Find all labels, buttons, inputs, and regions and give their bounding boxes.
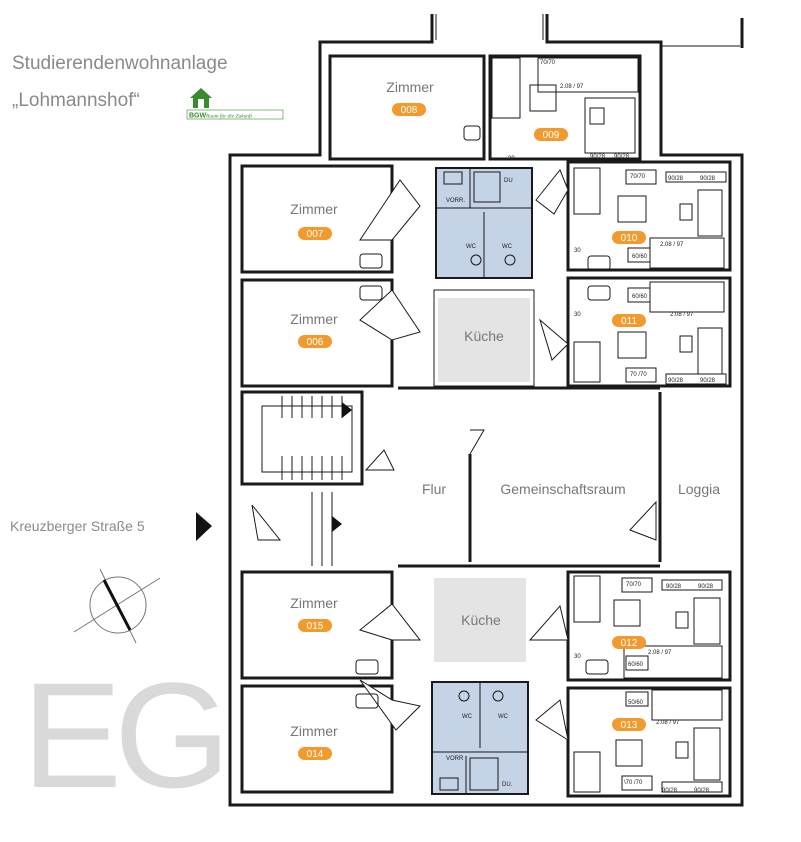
shower-bottom-label: DU.: [502, 782, 513, 788]
svg-text:70 /70: 70 /70: [630, 372, 647, 378]
room-007-label: Zimmer: [290, 201, 338, 217]
chairs: [355, 125, 611, 709]
sanitary-block-top: [435, 167, 533, 279]
svg-text:30: 30: [574, 248, 581, 254]
svg-text:2.08 / 97: 2.08 / 97: [670, 312, 694, 318]
svg-text:90/28: 90/28: [662, 788, 678, 794]
bgw-logo: BGW Raum für die Zukunft: [186, 86, 284, 120]
svg-text:90/28: 90/28: [668, 378, 684, 384]
floor-label: EG: [22, 651, 231, 819]
corridor-label: Flur: [422, 481, 446, 497]
svg-text:2.08 / 97: 2.08 / 97: [656, 720, 680, 726]
badge-008: 008: [401, 105, 418, 116]
svg-text:70/70: 70/70: [540, 60, 556, 66]
title-line-1: Studierendenwohnanlage: [12, 53, 228, 74]
room-013: [566, 686, 732, 798]
doors: [251, 169, 657, 742]
room-011: [566, 276, 732, 388]
logo-text: BGW: [189, 113, 207, 120]
house-icon: [190, 88, 212, 108]
svg-text:30: 30: [508, 156, 515, 162]
shower-top-label: DU: [504, 178, 513, 184]
room-014-label: Zimmer: [290, 723, 338, 739]
svg-text:2.08 / 97: 2.08 / 97: [648, 650, 672, 656]
kitchen-top: [438, 298, 530, 382]
svg-text:70/70: 70/70: [630, 174, 646, 180]
svg-text:2.08 / 97: 2.08 / 97: [560, 84, 584, 90]
room-012: [566, 570, 732, 682]
svg-text:90/28: 90/28: [668, 176, 684, 182]
svg-text:70/70: 70/70: [626, 582, 642, 588]
kitchen-bottom-label: Küche: [461, 612, 501, 628]
svg-text:60/60: 60/60: [628, 662, 644, 668]
sanitary-block-bottom: [431, 681, 529, 795]
room-007: [240, 164, 394, 274]
wc-top-left-label: WC: [466, 244, 477, 250]
svg-text:90/28: 90/28: [590, 154, 606, 160]
vestibule-bottom-label: VORR: [446, 756, 464, 762]
corridor-walls: [398, 386, 662, 568]
svg-text:60/60: 60/60: [632, 294, 648, 300]
svg-text:90/28: 90/28: [666, 584, 682, 590]
badge-006: 006: [307, 337, 324, 348]
badge-010: 010: [621, 233, 638, 244]
svg-text:90/28: 90/28: [700, 176, 716, 182]
room-009: [488, 54, 642, 161]
entrance-arrow-icon: [196, 512, 212, 541]
common-room-label: Gemeinschaftsraum: [500, 481, 625, 497]
building-walls: [228, 14, 744, 807]
room-010: [566, 160, 732, 272]
badge-009: 009: [543, 130, 560, 141]
badge-007: 007: [307, 229, 324, 240]
badge-013: 013: [621, 720, 638, 731]
kitchen-bottom: [434, 578, 526, 662]
svg-text:30: 30: [574, 654, 581, 660]
svg-text:50/60: 50/60: [628, 700, 644, 706]
room-006-label: Zimmer: [290, 311, 338, 327]
vestibule-top-label: VORR.: [446, 198, 465, 204]
room-008: [328, 54, 486, 161]
logo-tagline: Raum für die Zukunft: [205, 113, 252, 120]
wc-bottom-left-label: WC: [462, 714, 473, 720]
staircase: [240, 390, 364, 566]
room-008-label: Zimmer: [386, 79, 434, 95]
svg-text:\70 /70: \70 /70: [624, 780, 643, 786]
kitchen-top-label: Küche: [464, 328, 504, 344]
room-015-label: Zimmer: [290, 595, 338, 611]
svg-text:90/28: 90/28: [694, 788, 710, 794]
svg-text:90/28: 90/28: [614, 154, 630, 160]
room-006: [240, 278, 394, 388]
svg-text:90/28: 90/28: [700, 378, 716, 384]
svg-text:2.08 / 97: 2.08 / 97: [660, 242, 684, 248]
badge-015: 015: [307, 621, 324, 632]
svg-text:60/60: 60/60: [632, 254, 648, 260]
street-label: Kreuzberger Straße 5: [10, 518, 145, 534]
wc-top-right-label: WC: [502, 244, 513, 250]
svg-text:90/28: 90/28: [698, 584, 714, 590]
svg-text:30: 30: [574, 312, 581, 318]
loggia-label: Loggia: [678, 481, 720, 497]
furniture-dimensions: 70/70 2.08 / 97 30 90/28 90/28 70/70 90/…: [508, 60, 716, 794]
wc-bottom-right-label: WC: [498, 714, 509, 720]
badge-014: 014: [307, 749, 324, 760]
title-line-2: „Lohmannshof“: [12, 90, 140, 111]
badge-012: 012: [621, 638, 638, 649]
badge-011: 011: [621, 316, 637, 327]
room-badges: 008 009 007 006 015 014 010 011 012 013: [298, 103, 646, 760]
room-014: [240, 684, 394, 794]
north-compass-icon: [73, 568, 161, 644]
